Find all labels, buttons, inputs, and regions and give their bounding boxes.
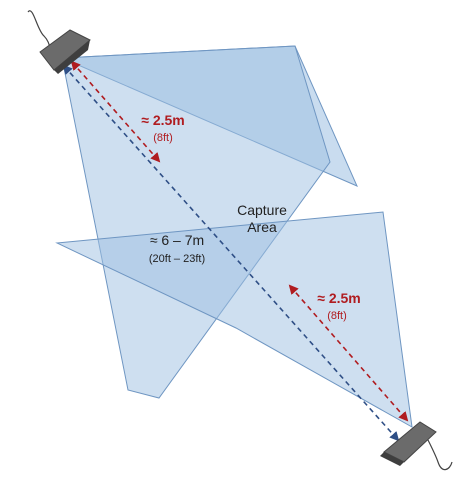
lower-distance-sub: (8ft): [327, 310, 347, 322]
lower-distance-label: ≈ 2.5m: [317, 290, 360, 306]
upper-distance-sub: (8ft): [153, 132, 173, 144]
upper-distance-label: ≈ 2.5m: [141, 112, 184, 128]
diagonal-distance-label: ≈ 6 – 7m: [150, 232, 204, 248]
capture-plane-b: [55, 211, 413, 428]
capture-area-label-line2: Area: [247, 219, 277, 235]
lower-camera-icon: [380, 421, 453, 471]
diagonal-distance-sub: (20ft – 23ft): [149, 253, 205, 265]
upper-camera-icon: [27, 10, 91, 74]
lower-distance-arrow: [288, 284, 409, 422]
upper-distance-arrow: [70, 60, 161, 163]
capture-area-label-line1: Capture: [237, 202, 287, 218]
